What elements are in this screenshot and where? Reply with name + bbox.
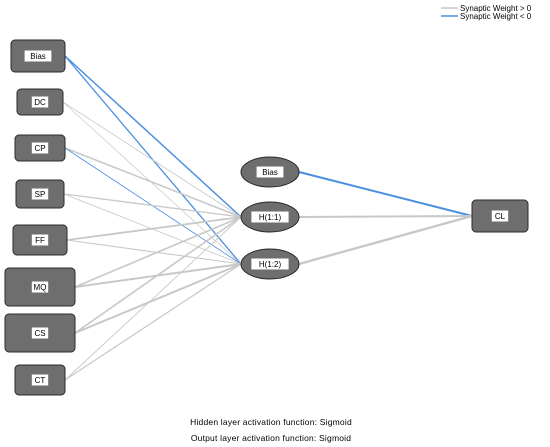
node-in-sp: SP — [15, 179, 65, 209]
connection-in-mq-to-hid-h1 — [74, 216, 242, 288]
node-label-bg-in-ct — [31, 374, 49, 386]
node-in-ff: FF — [12, 224, 68, 256]
connection-in-ct-to-hid-h2 — [64, 263, 242, 381]
connections-layer — [62, 55, 473, 381]
connection-in-sp-to-hid-h1 — [63, 193, 242, 218]
node-label-in-ct: CT — [35, 376, 46, 385]
node-in-cp: CP — [14, 134, 66, 162]
node-label-in-bias: Bias — [30, 52, 46, 61]
node-hid-h1: H(1:1) — [240, 201, 300, 233]
connection-in-dc-to-hid-h1 — [62, 101, 242, 218]
connection-in-cs-to-hid-h2 — [74, 263, 242, 334]
node-label-in-cp: CP — [34, 144, 45, 153]
node-in-dc: DC — [16, 88, 64, 116]
node-label-in-sp: SP — [35, 190, 46, 199]
connection-in-ff-to-hid-h1 — [66, 216, 242, 241]
node-label-bg-out-cl — [491, 210, 509, 222]
connection-hid-h1-to-out-cl — [298, 215, 473, 218]
node-label-bg-in-dc — [31, 96, 49, 108]
node-label-in-mq: MQ — [34, 283, 47, 292]
node-label-in-ff: FF — [35, 236, 45, 245]
node-label-bg-in-bias — [24, 50, 52, 62]
node-label-bg-hid-bias — [256, 166, 284, 178]
output-activation-text: Output layer activation function: Sigmoi… — [191, 433, 351, 443]
node-label-bg-hid-h2 — [251, 258, 289, 270]
connection-in-cs-to-hid-h1 — [74, 216, 242, 334]
node-label-bg-in-sp — [31, 188, 49, 200]
node-label-bg-hid-h1 — [251, 211, 289, 223]
hidden-activation-text: Hidden layer activation function: Sigmoi… — [190, 417, 352, 427]
connection-hid-h2-to-out-cl — [298, 214, 473, 266]
node-label-bg-in-cp — [31, 142, 49, 154]
node-label-out-cl: CL — [495, 212, 506, 221]
node-in-mq: MQ — [4, 267, 76, 307]
footer: Hidden layer activation function: Sigmoi… — [190, 417, 352, 443]
connection-hid-bias-to-out-cl — [298, 171, 473, 217]
node-label-hid-h2: H(1:2) — [259, 260, 282, 269]
node-in-bias: Bias — [10, 39, 66, 73]
node-label-in-dc: DC — [34, 98, 46, 107]
connection-in-ff-to-hid-h2 — [66, 239, 242, 265]
connection-in-bias-to-hid-h1 — [64, 55, 242, 218]
node-out-cl: CL — [471, 199, 529, 233]
node-label-bg-in-mq — [31, 281, 49, 293]
legend: Synaptic Weight > 0 Synaptic Weight < 0 — [441, 4, 532, 21]
node-label-bg-in-ff — [31, 234, 49, 246]
legend-negative-label: Synaptic Weight < 0 — [460, 12, 532, 21]
connection-in-dc-to-hid-h2 — [62, 101, 242, 265]
legend-positive-label: Synaptic Weight > 0 — [460, 4, 532, 13]
node-label-hid-h1: H(1:1) — [259, 213, 282, 222]
node-in-ct: CT — [14, 364, 66, 396]
connection-in-cp-to-hid-h1 — [64, 147, 242, 218]
node-hid-h2: H(1:2) — [240, 248, 300, 280]
connection-in-ct-to-hid-h1 — [64, 216, 242, 381]
node-in-cs: CS — [4, 313, 76, 353]
node-label-hid-bias: Bias — [262, 168, 278, 177]
node-hid-bias: Bias — [240, 156, 300, 188]
node-label-in-cs: CS — [34, 329, 45, 338]
node-label-bg-in-cs — [31, 327, 49, 339]
